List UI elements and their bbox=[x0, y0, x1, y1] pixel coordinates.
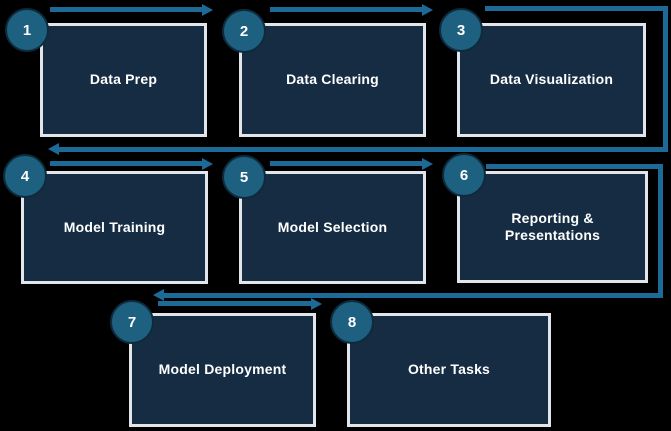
step-label: Data Prep bbox=[89, 71, 158, 88]
arrow-step3-to-step4-return-segment bbox=[59, 147, 668, 152]
step-number-badge-5: 5 bbox=[222, 155, 266, 199]
step-number: 4 bbox=[20, 167, 30, 185]
arrow-right-icon bbox=[422, 158, 433, 170]
step-number: 5 bbox=[239, 168, 249, 186]
arrow-step6-to-step7-top-segment bbox=[486, 164, 663, 169]
arrow-right-icon bbox=[311, 298, 322, 310]
step-box-reporting-presentations: Reporting & Presentations bbox=[457, 171, 648, 283]
arrow-step3-to-step4-right-segment bbox=[663, 6, 668, 152]
arrow-left-icon bbox=[48, 143, 59, 155]
step-label: Reporting & Presentations bbox=[504, 209, 601, 244]
step-label: Data Clearing bbox=[286, 71, 379, 88]
step-label: Model Selection bbox=[277, 218, 388, 235]
step-box-model-training: Model Training bbox=[21, 171, 208, 284]
step-number: 6 bbox=[459, 166, 469, 184]
step-number-badge-4: 4 bbox=[3, 154, 47, 198]
step-box-model-deployment: Model Deployment bbox=[129, 313, 316, 427]
step-label: Model Deployment bbox=[158, 361, 287, 378]
step-number: 3 bbox=[456, 21, 466, 39]
step-number-badge-7: 7 bbox=[110, 300, 154, 344]
step-number-badge-2: 2 bbox=[222, 9, 266, 53]
step-number: 1 bbox=[22, 21, 32, 39]
step-number-badge-8: 8 bbox=[330, 300, 374, 344]
step-box-other-tasks: Other Tasks bbox=[347, 313, 551, 427]
arrow-step7-to-step8-shaft bbox=[158, 301, 311, 306]
step-number: 2 bbox=[239, 22, 249, 40]
arrow-step2-to-step3-shaft bbox=[270, 7, 422, 12]
step-box-model-selection: Model Selection bbox=[239, 171, 426, 284]
arrow-right-icon bbox=[202, 158, 213, 170]
arrow-step3-to-step4-top-segment bbox=[485, 6, 668, 11]
step-label: Other Tasks bbox=[407, 361, 491, 378]
arrow-step5-to-step6-shaft bbox=[270, 161, 422, 166]
step-number-badge-6: 6 bbox=[442, 153, 486, 197]
arrow-step1-to-step2-shaft bbox=[50, 7, 202, 12]
step-box-data-clearing: Data Clearing bbox=[239, 23, 426, 137]
arrow-step4-to-step5-shaft bbox=[50, 161, 202, 166]
step-number-badge-3: 3 bbox=[439, 8, 483, 52]
arrow-right-icon bbox=[422, 4, 433, 16]
arrow-left-icon bbox=[153, 289, 164, 301]
step-number-badge-1: 1 bbox=[5, 8, 49, 52]
arrow-step6-to-step7-return-segment bbox=[164, 293, 663, 298]
step-box-data-visualization: Data Visualization bbox=[457, 23, 646, 137]
step-number: 7 bbox=[127, 313, 137, 331]
step-box-data-prep: Data Prep bbox=[40, 23, 207, 137]
step-number: 8 bbox=[347, 313, 357, 331]
step-label: Model Training bbox=[63, 218, 166, 235]
arrow-right-icon bbox=[202, 4, 213, 16]
arrow-step6-to-step7-right-segment bbox=[658, 164, 663, 298]
step-label: Data Visualization bbox=[489, 71, 614, 88]
